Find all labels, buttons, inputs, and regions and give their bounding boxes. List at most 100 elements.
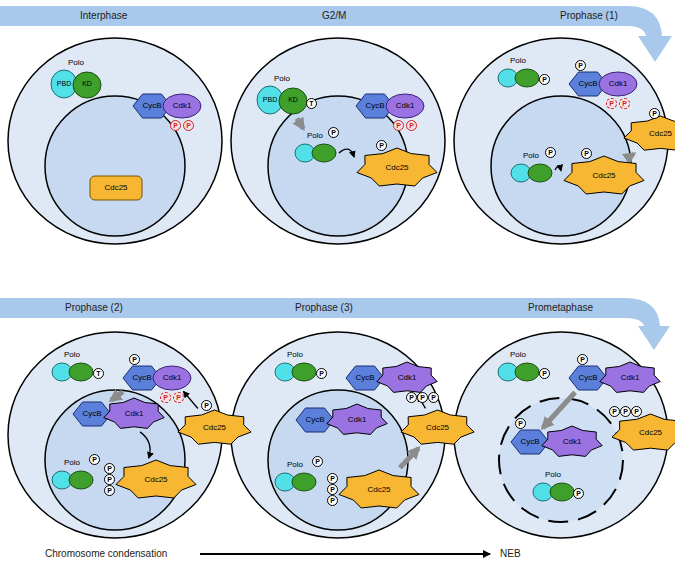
protein-name: Cdc25: [338, 485, 420, 495]
protein-name: Polo: [42, 350, 102, 360]
active-star-shape: [339, 470, 419, 508]
active-star-shape: [542, 426, 602, 456]
cdc25-shape: [90, 176, 142, 200]
domain-name: KD: [280, 95, 306, 105]
protein-name: Polo: [248, 74, 316, 84]
phospho-mark: P: [609, 406, 620, 417]
polo-kinase: Polo: [531, 470, 575, 502]
active-cdk1-star: Cdk1: [376, 362, 438, 394]
activation-arrow: [140, 432, 150, 458]
cdk1-ellipse: Cdk1: [386, 94, 424, 118]
active-star-shape: [600, 362, 660, 392]
active-cdk1-star: Cdk1: [103, 398, 165, 430]
phospho-mark: P: [573, 488, 584, 499]
polo-kinase: PoloPBDKD: [50, 58, 102, 100]
phase-label: G2/M: [322, 10, 346, 22]
phospho-mark: P: [406, 120, 417, 131]
phospho-mark: T: [306, 98, 317, 109]
domain-name: PBD: [257, 95, 283, 105]
translocation-arrow: [400, 448, 419, 468]
polo-kinase: Polo: [496, 350, 540, 382]
protein-name: Cdc25: [611, 428, 675, 438]
cyclin-hexagon: CycB: [73, 402, 111, 426]
phospho-mark: P: [160, 392, 171, 403]
active-cdc25-star: Cdc25: [356, 148, 438, 188]
protein-name: Cdc25: [563, 171, 645, 181]
protein-name: Cdk1: [386, 101, 424, 111]
kinase-domain: [292, 473, 316, 491]
kinase-domain: [69, 471, 93, 489]
protein-name: Cdk1: [599, 79, 637, 89]
cdk1-ellipse: Cdk1: [163, 94, 201, 118]
phospho-mark: P: [129, 354, 140, 365]
phospho-mark: P: [619, 98, 630, 109]
polo-kinase: Polo: [273, 350, 317, 382]
phospho-mark: P: [581, 148, 592, 159]
cyclin-hexagon: CycB: [511, 430, 549, 454]
phospho-mark: P: [173, 392, 184, 403]
progress-arrow: [200, 553, 490, 555]
cdk1-ellipse: Cdk1: [153, 366, 191, 390]
kinase-domain: [515, 69, 539, 87]
kinase-domain: [550, 483, 574, 501]
phospho-mark: P: [104, 474, 115, 485]
phospho-mark: P: [183, 120, 194, 131]
phospho-mark: P: [327, 473, 338, 484]
cyclin-hexagon: CycB: [296, 408, 334, 432]
phase-label: Interphase: [80, 10, 127, 22]
active-star-shape: [624, 116, 675, 150]
cdk1-shape: [163, 94, 201, 118]
polo-kinase: PoloPBDKD: [256, 74, 308, 116]
protein-name: Cdk1: [541, 437, 603, 447]
phase-label: Prometaphase: [528, 302, 593, 314]
protein-name: Cdk1: [163, 101, 201, 111]
phospho-mark: P: [312, 456, 323, 467]
protein-name: Polo: [488, 56, 548, 66]
kinase-domain: [69, 363, 93, 381]
polo-kinase: Polo: [496, 56, 540, 88]
phospho-mark: P: [170, 120, 181, 131]
active-cdc25-star: Cdc25: [400, 410, 475, 446]
phospho-mark: P: [577, 354, 588, 365]
active-star-shape: [377, 362, 437, 392]
protein-name: Cdc25: [356, 163, 438, 173]
phase-label: Prophase (2): [65, 302, 123, 314]
polo-kinase: Polo: [50, 458, 94, 490]
protein-name: Cdc25: [400, 423, 475, 433]
phospho-mark: P: [428, 392, 439, 403]
active-cdc25-star: Cdc25: [563, 156, 645, 196]
active-cdc25-star: Cdc25: [623, 116, 675, 152]
activation-arrow: [184, 392, 198, 409]
cell-outline: [8, 38, 222, 244]
phospho-mark: P: [620, 406, 631, 417]
active-star-shape: [564, 156, 644, 194]
protein-name: Cdk1: [326, 415, 388, 425]
phospho-mark: P: [328, 127, 339, 138]
broken-nuclear-envelope: [499, 398, 623, 522]
protein-name: Polo: [523, 470, 583, 480]
protein-name: Cdc25: [115, 475, 197, 485]
phospho-mark: P: [104, 463, 115, 474]
phospho-mark: P: [201, 400, 212, 411]
translocation-arrow: [111, 392, 123, 400]
nucleus-area: [499, 398, 623, 522]
protein-name: Polo: [42, 58, 110, 68]
kinase-domain: [515, 363, 539, 381]
protein-name: Cdc25: [177, 423, 252, 433]
polo-kinase: Polo: [273, 460, 317, 492]
translocation-arrow: [297, 119, 303, 129]
active-cdc25-star: Cdc25: [611, 414, 675, 452]
protein-name: Cdk1: [376, 373, 438, 383]
phospho-mark: P: [606, 98, 617, 109]
protein-name: Polo: [265, 350, 325, 360]
active-star-shape: [401, 410, 474, 444]
cdk1-shape: [599, 72, 637, 96]
active-star-shape: [327, 404, 387, 434]
cyclin-shape: [569, 366, 607, 390]
phospho-mark: P: [393, 120, 404, 131]
active-cdc25-star: Cdc25: [338, 470, 420, 510]
axis-label: NEB: [500, 548, 521, 560]
phospho-mark: P: [539, 74, 550, 85]
domain-name: PBD: [51, 79, 77, 89]
